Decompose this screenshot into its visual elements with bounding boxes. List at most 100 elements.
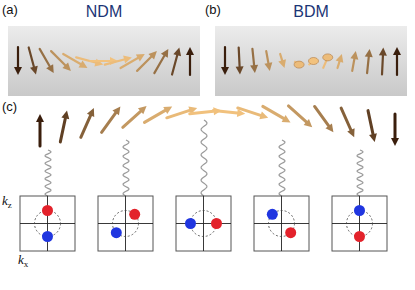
kz-axis	[281, 196, 282, 251]
spin-shaft	[144, 110, 165, 122]
spin-head	[278, 59, 286, 68]
box-frame	[332, 196, 387, 251]
spin-shaft	[238, 108, 261, 115]
spin-shaft	[60, 118, 65, 141]
panel-letter: (b)	[205, 3, 221, 17]
panel-letter: (c)	[2, 100, 17, 114]
blue-dot	[185, 218, 196, 229]
spin-head	[112, 106, 120, 115]
axis-label: kz	[2, 194, 12, 211]
k-space-box	[176, 196, 231, 251]
springs	[45, 120, 363, 196]
spin-shaft	[213, 110, 237, 113]
spin-head	[30, 66, 38, 75]
spin-shaft	[224, 47, 226, 67]
axis-subscript: x	[24, 259, 29, 269]
spin-shaft	[280, 54, 282, 60]
spin-head	[186, 47, 194, 55]
spin-head	[282, 115, 291, 122]
spin-shaft	[154, 56, 164, 73]
spin-head	[94, 59, 103, 67]
spin-head	[138, 106, 147, 114]
spin-head	[323, 54, 333, 61]
spin-shaft	[367, 57, 369, 73]
spin-head	[163, 106, 172, 113]
blue-dot	[111, 227, 122, 238]
spin-head	[62, 62, 70, 70]
spin-shaft	[338, 62, 340, 68]
blue-dot	[354, 205, 365, 216]
k-space-box	[20, 196, 75, 251]
panel-ground	[8, 26, 200, 96]
box-frame	[98, 196, 153, 251]
spin-shaft	[341, 108, 351, 130]
spin-texture	[36, 106, 399, 146]
spin-shaft	[167, 110, 190, 117]
red-dot	[285, 227, 296, 238]
spin-shaft	[315, 106, 329, 125]
spin-head	[161, 49, 168, 58]
kz-axis	[47, 196, 48, 251]
spin-head	[136, 54, 145, 61]
spin-shaft	[121, 58, 138, 68]
spring	[45, 150, 51, 196]
spin-shaft	[288, 106, 306, 122]
spin-head	[264, 62, 272, 71]
spin-shaft	[137, 57, 151, 71]
spin-shaft	[105, 59, 124, 64]
spin-head	[250, 65, 258, 73]
spin-shaft	[123, 111, 141, 127]
spin-head	[259, 112, 268, 120]
spin-head	[14, 67, 22, 75]
spin-shaft	[189, 55, 191, 75]
spin-head	[365, 49, 373, 57]
spin-head	[221, 67, 229, 75]
spin-shaft	[172, 55, 177, 74]
spin-shaft	[190, 111, 214, 114]
spin-head	[347, 128, 354, 137]
spin-shaft	[238, 47, 241, 66]
spin-shaft	[17, 47, 19, 67]
spring	[123, 140, 129, 196]
kz-axis	[203, 196, 204, 251]
spin-head	[325, 124, 333, 133]
blue-dot	[42, 231, 53, 242]
spin-shaft	[81, 115, 91, 137]
panel-title: NDM	[86, 3, 122, 21]
spin-shaft	[266, 51, 268, 63]
blue-dot	[267, 209, 278, 220]
red-dot	[211, 218, 222, 229]
spin-head	[87, 108, 94, 117]
spin-shaft	[394, 114, 397, 138]
spin-shaft	[63, 54, 80, 64]
box-frame	[254, 196, 309, 251]
spring	[201, 120, 207, 196]
k-space-box	[332, 196, 387, 251]
spin-shaft	[90, 60, 110, 62]
spin-head	[36, 114, 44, 122]
spin-head	[336, 54, 344, 63]
spin-shaft	[263, 106, 284, 118]
spin-shaft	[381, 55, 384, 74]
spin-head	[79, 61, 88, 68]
kz-axis	[125, 196, 126, 251]
spin-head	[379, 47, 387, 55]
domain-wall-panel	[215, 26, 407, 96]
axis-label: kx	[18, 253, 28, 270]
spin-head	[393, 47, 401, 55]
spin-head	[391, 138, 399, 146]
spin-shaft	[368, 111, 373, 134]
panel-title: BDM	[293, 3, 329, 21]
red-dot	[354, 231, 365, 242]
k-space-boxes	[20, 196, 387, 251]
spin-head	[46, 64, 53, 73]
spin-shaft	[252, 49, 254, 65]
spin-head	[148, 51, 156, 59]
spring	[357, 150, 363, 196]
panel-letter: (a)	[2, 3, 18, 17]
spin-head	[294, 61, 304, 68]
spin-head	[304, 119, 313, 127]
box-frame	[176, 196, 231, 251]
k-space-box	[98, 196, 153, 251]
